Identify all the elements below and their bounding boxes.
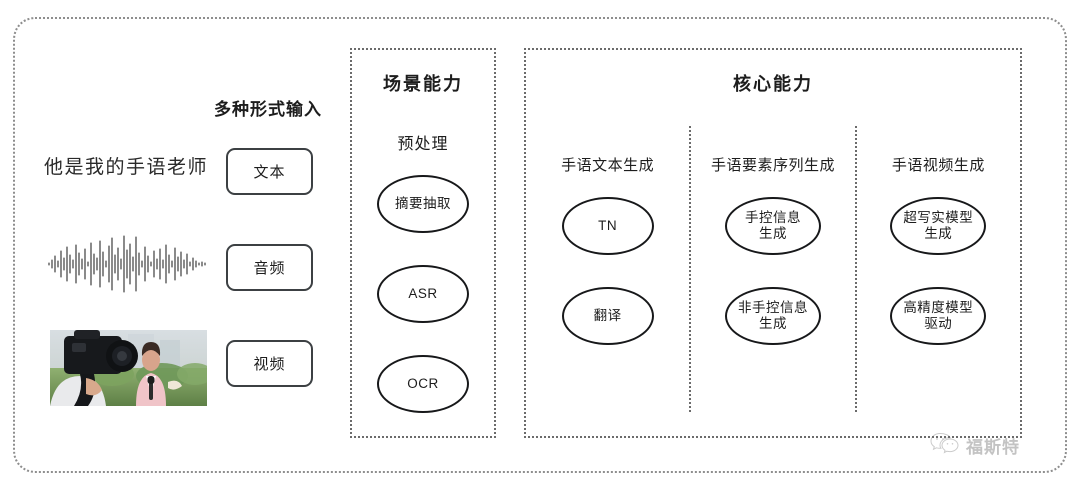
core-node-nonmanual-info-generation[interactable]: 非手控信息 生成 — [724, 287, 821, 345]
scene-node-summary[interactable]: 摘要抽取 — [377, 175, 469, 233]
watermark: 福斯特 — [930, 432, 1020, 459]
scene-node-asr[interactable]: ASR — [377, 265, 469, 323]
wechat-icon — [930, 432, 960, 459]
scene-capability-panel: 场景能力 预处理 摘要抽取 ASR OCR — [350, 48, 496, 438]
core-column-sign-element-sequence-generation: 手语要素序列生成 手控信息 生成 非手控信息 生成 — [689, 126, 854, 412]
core-column-sign-video-generation: 手语视频生成 超写实模型 生成 高精度模型 驱动 — [854, 126, 1020, 412]
modality-box-audio[interactable]: 音频 — [226, 244, 313, 291]
core-node-highprecision-line2: 驱动 — [924, 316, 953, 331]
scene-node-ocr-label: OCR — [407, 375, 439, 391]
core-capability-title: 核心能力 — [733, 74, 813, 94]
scene-node-list: 摘要抽取 ASR OCR — [352, 175, 494, 445]
modality-box-video[interactable]: 视频 — [226, 340, 313, 387]
core-column-1-title: 手语文本生成 — [561, 157, 655, 174]
diagram-outer-frame — [13, 17, 1067, 473]
core-node-nonmanual-info-line2: 生成 — [758, 316, 787, 331]
core-node-manual-info-generation[interactable]: 手控信息 生成 — [724, 197, 821, 255]
modality-box-text[interactable]: 文本 — [226, 148, 313, 195]
core-node-manual-info-line2: 生成 — [758, 226, 787, 241]
core-node-translation-label: 翻译 — [593, 307, 622, 323]
input-section-heading: 多种形式输入 — [214, 100, 322, 119]
core-node-highprecision-line1: 高精度模型 — [903, 299, 974, 315]
sample-input-text: 他是我的手语老师 — [44, 157, 209, 178]
core-column-2-nodes: 手控信息 生成 非手控信息 生成 — [724, 197, 821, 377]
core-column-1-nodes: TN 翻译 — [561, 197, 654, 377]
watermark-text: 福斯特 — [966, 438, 1020, 457]
scene-preprocessing-label: 预处理 — [397, 136, 449, 153]
core-capability-columns: 手语文本生成 TN 翻译 手语要素序列生成 手控信息 生成 — [526, 126, 1020, 412]
input-section: 多种形式输入 他是我的手语老师 — [30, 95, 330, 425]
scene-capability-title: 场景能力 — [383, 74, 463, 94]
scene-node-summary-label: 摘要抽取 — [395, 195, 451, 211]
core-column-sign-text-generation: 手语文本生成 TN 翻译 — [526, 126, 689, 412]
core-node-manual-info-line1: 手控信息 — [744, 209, 801, 225]
core-capability-panel: 核心能力 手语文本生成 TN 翻译 手语要素序列生成 手控信息 生成 — [524, 48, 1022, 438]
scene-node-ocr[interactable]: OCR — [377, 355, 469, 413]
core-node-tn[interactable]: TN — [561, 197, 654, 255]
core-node-nonmanual-info-line1: 非手控信息 — [737, 299, 808, 315]
core-node-tn-label: TN — [598, 217, 618, 233]
video-thumbnail-image — [50, 330, 207, 406]
core-node-translation[interactable]: 翻译 — [561, 287, 654, 345]
core-node-hyperrealistic-model-generation[interactable]: 超写实模型 生成 — [890, 197, 987, 255]
core-column-3-title: 手语视频生成 — [891, 157, 985, 174]
core-column-2-title: 手语要素序列生成 — [710, 157, 835, 174]
core-node-hyperrealistic-line2: 生成 — [924, 226, 953, 241]
core-column-3-nodes: 超写实模型 生成 高精度模型 驱动 — [890, 197, 987, 377]
core-node-highprecision-model-driving[interactable]: 高精度模型 驱动 — [890, 287, 987, 345]
waveform-icon — [47, 235, 207, 293]
scene-node-asr-label: ASR — [408, 285, 438, 301]
core-node-hyperrealistic-line1: 超写实模型 — [903, 209, 974, 225]
